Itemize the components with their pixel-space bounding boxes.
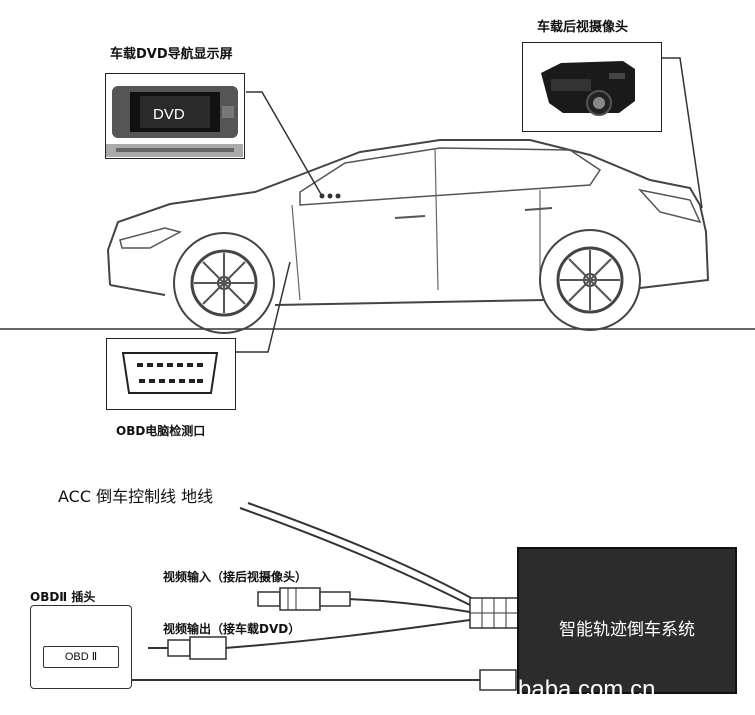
harness-connector <box>469 597 519 629</box>
video-out-connector <box>148 636 227 660</box>
rear-camera-inset <box>522 42 662 132</box>
obd-port-drawing <box>121 352 219 394</box>
obd-plug: OBD Ⅱ <box>30 605 132 689</box>
dvd-display-text: DVD <box>153 106 185 123</box>
watermark: baba.com.cn <box>518 676 656 703</box>
rear-camera-label: 车载后视摄像头 <box>537 20 629 35</box>
video-out-label: 视频输出（接车载DVD） <box>163 622 301 636</box>
acc-line-label: ACC 倒车控制线 地线 <box>58 487 214 506</box>
rear-camera-drawing <box>541 61 635 116</box>
obd-plug-text: OBD Ⅱ <box>43 646 119 668</box>
dvd-screen-drawing <box>106 86 243 157</box>
video-in-label: 视频输入（接后视摄像头） <box>163 570 308 584</box>
obd-plug-title: OBDⅡ 插头 <box>30 590 96 604</box>
obd-port-inset <box>106 338 236 410</box>
dvd-screen-label: 车载DVD导航显示屏 <box>110 47 233 62</box>
video-in-connector <box>257 587 351 611</box>
control-box: 智能轨迹倒车系统 <box>517 547 737 694</box>
control-box-label: 智能轨迹倒车系统 <box>559 620 695 640</box>
dvd-screen-inset: DVD <box>105 73 245 159</box>
obd-port-label: OBD电脑检测口 <box>116 424 206 438</box>
